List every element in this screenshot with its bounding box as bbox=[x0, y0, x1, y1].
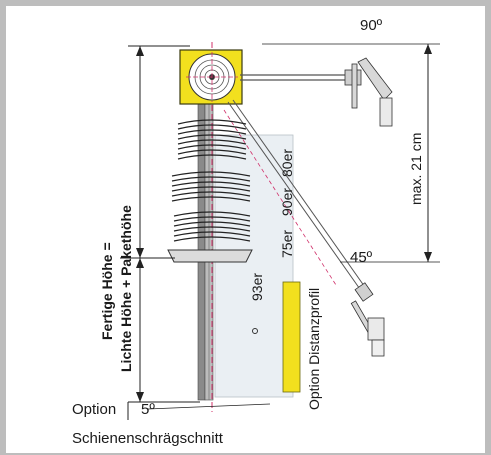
slat-pack-upper bbox=[177, 119, 247, 160]
distance-profile bbox=[282, 281, 301, 393]
arrow-mid-down bbox=[136, 258, 144, 268]
label-height-line-1: Fertige Höhe = bbox=[99, 242, 115, 340]
slat-pack-middle bbox=[171, 171, 251, 202]
window-panel bbox=[214, 134, 294, 398]
label-5-degree: 5º bbox=[141, 401, 155, 418]
crank-rod-45-b bbox=[232, 99, 368, 291]
crank-grip-45 bbox=[367, 317, 385, 341]
crank-joint-45 bbox=[354, 282, 374, 302]
crank-handle-top bbox=[351, 63, 358, 109]
crank-rod-45-a bbox=[227, 101, 363, 293]
label-size-90: 90er bbox=[279, 188, 295, 216]
label-size-80: 80er bbox=[279, 149, 295, 177]
crank-bracket bbox=[357, 57, 393, 101]
label-distance-profile: Option Distanzprofil bbox=[306, 288, 322, 410]
panel-screw bbox=[252, 328, 258, 334]
label-rail-cut: Schienenschrägschnitt bbox=[72, 430, 224, 447]
slat-pack-lower bbox=[173, 211, 251, 242]
label-size-93: 93er bbox=[249, 273, 265, 301]
label-45-degree: 45º bbox=[350, 249, 373, 266]
arrow-top bbox=[136, 46, 144, 56]
label-size-75: 75er bbox=[279, 230, 295, 258]
arrow-bottom bbox=[136, 392, 144, 402]
option-cut-line bbox=[147, 403, 271, 410]
arrow-max-bottom bbox=[424, 252, 432, 262]
label-height-line-2: Lichte Höhe + Pakethöhe bbox=[118, 205, 134, 372]
crank-handle-bottom bbox=[379, 97, 393, 127]
label-max-height: max. 21 cm bbox=[408, 133, 424, 205]
label-option: Option bbox=[72, 401, 116, 418]
arrow-max-top bbox=[424, 44, 432, 54]
label-90-degree: 90º bbox=[360, 17, 383, 34]
arrow-mid-up bbox=[136, 248, 144, 258]
crank-grip-45-b bbox=[371, 339, 385, 357]
bottom-rail bbox=[167, 249, 253, 263]
